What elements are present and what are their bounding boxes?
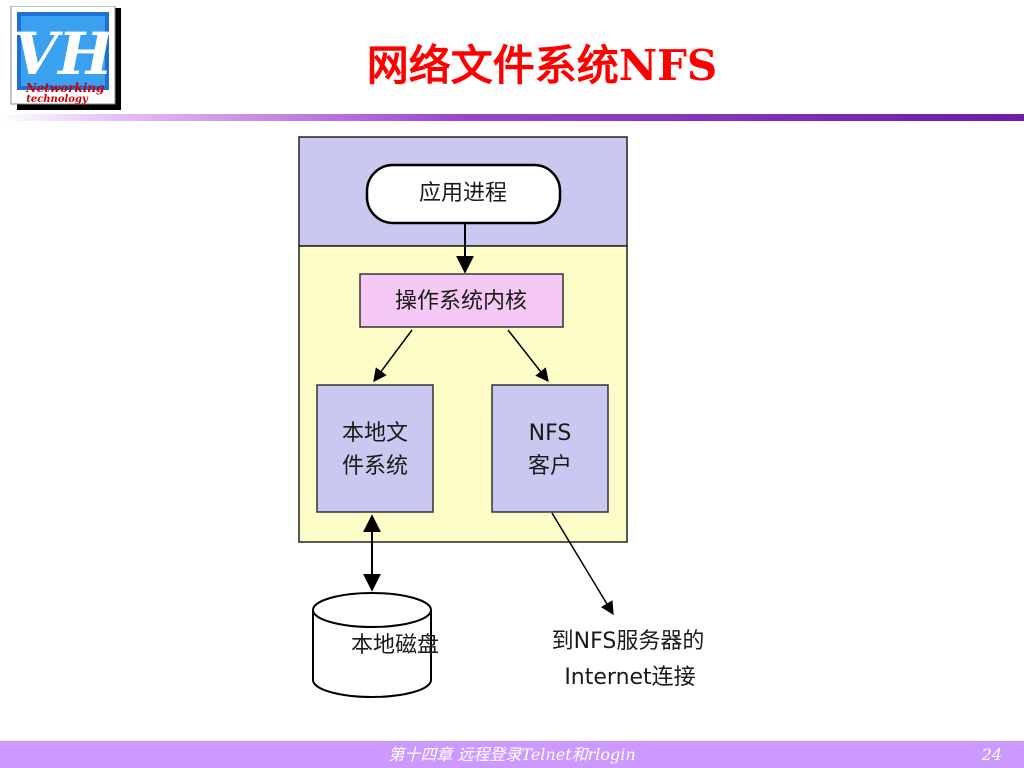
os-kernel-node: 操作系统内核: [359, 273, 564, 328]
footer-chapter-text: 第十四章 远程登录Telnet和rlogin: [388, 745, 636, 764]
os-kernel-label: 操作系统内核: [395, 289, 527, 314]
local-disk-label: 本地磁盘: [351, 633, 439, 658]
arrow-kernel-to-local-fs: [373, 329, 413, 383]
svg-text:technology: technology: [26, 94, 89, 105]
svg-text:VH: VH: [13, 20, 115, 88]
local-disk-node: 本地磁盘: [312, 592, 439, 698]
svg-text:Networking: Networking: [25, 81, 105, 95]
header-divider: [0, 114, 1024, 121]
slide-title: 网络文件系统NFS: [366, 41, 718, 90]
arrow-nfs-to-internet: [551, 512, 614, 616]
nfs-client-label-line2: 客户: [528, 454, 572, 479]
vh-networking-logo: VH Networking technology: [10, 6, 121, 110]
arrow-kernel-to-nfs-client: [507, 329, 549, 383]
app-process-node: 应用进程: [365, 163, 562, 225]
internet-connection-label-line1: 到NFS服务器的: [552, 629, 705, 654]
local-fs-node: 本地文 件系统: [316, 384, 434, 513]
slide-footer: 第十四章 远程登录Telnet和rlogin 24: [0, 741, 1024, 768]
page-number: 24: [981, 745, 1002, 764]
internet-connection-label-line2: Internet连接: [564, 665, 695, 690]
app-process-label: 应用进程: [419, 181, 507, 206]
local-fs-label-line1: 本地文: [342, 421, 408, 446]
nfs-client-label-line1: NFS: [529, 421, 572, 446]
nfs-client-node: NFS 客户: [491, 384, 609, 513]
local-fs-label-line2: 件系统: [342, 454, 408, 479]
